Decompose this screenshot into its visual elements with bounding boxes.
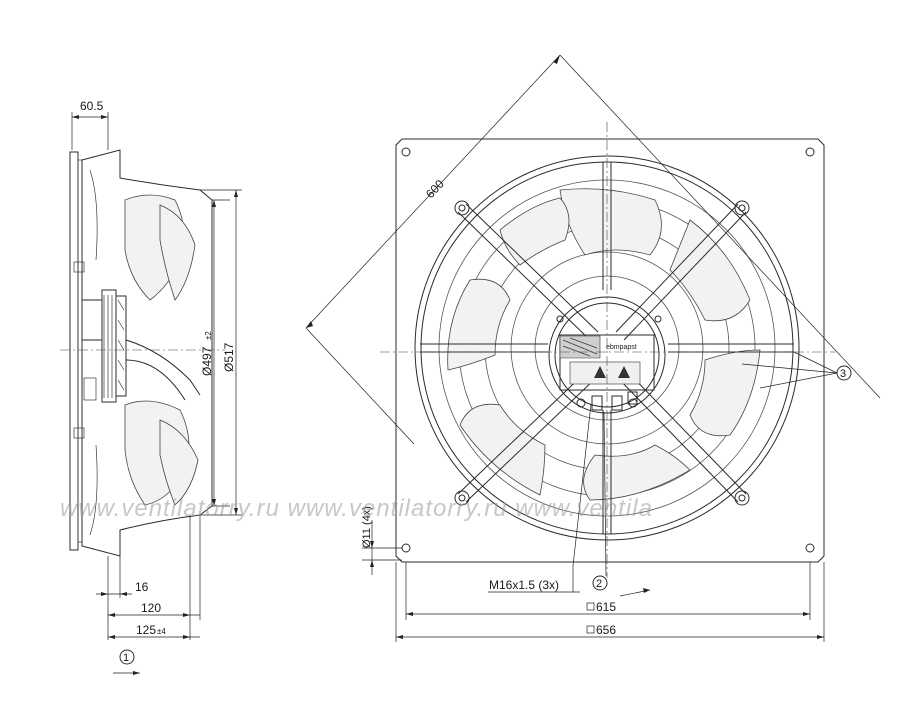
- callout-3-label: 3: [840, 368, 846, 380]
- front-view: ebmpapst 600 Ø11 (4x): [305, 54, 881, 642]
- dim-125-tolerance: ±4: [157, 627, 166, 636]
- strut-mounts: [454, 200, 750, 506]
- dim-diam-497: Ø497: [200, 346, 214, 376]
- mount-hole-tr: [805, 147, 815, 157]
- dim-615: 615: [596, 600, 616, 614]
- dim-hole: Ø11 (4x): [361, 506, 373, 548]
- dim-120: 120: [141, 601, 161, 615]
- dim-125: 125: [136, 623, 156, 637]
- callout-2-label: 2: [596, 578, 602, 590]
- dim-thread: M16x1.5 (3x): [489, 578, 559, 592]
- dim-656: 656: [596, 623, 616, 637]
- mounting-plate: [395, 138, 825, 563]
- callout-2: [592, 575, 608, 591]
- impeller-blades: [447, 188, 761, 501]
- dim-60-5: 60.5: [80, 99, 104, 113]
- mount-hole-br: [805, 543, 815, 553]
- side-view: 60.5 Ø497 ±2: [60, 99, 242, 675]
- dim-diam-497-tolerance: ±2: [204, 331, 213, 340]
- callout-1: [119, 649, 135, 665]
- callout-1-label: 1: [123, 652, 129, 664]
- watermark: www.ventilatorry.ru www.ventilatorry.ru …: [60, 495, 653, 522]
- brand-label: ebmpapst: [606, 344, 637, 351]
- motor-hub: ebmpapst: [548, 296, 666, 414]
- mount-hole-tl: [401, 147, 411, 157]
- mount-hole-bl: [401, 543, 411, 553]
- dim-diam-517: Ø517: [222, 342, 236, 372]
- dim-16: 16: [135, 580, 149, 594]
